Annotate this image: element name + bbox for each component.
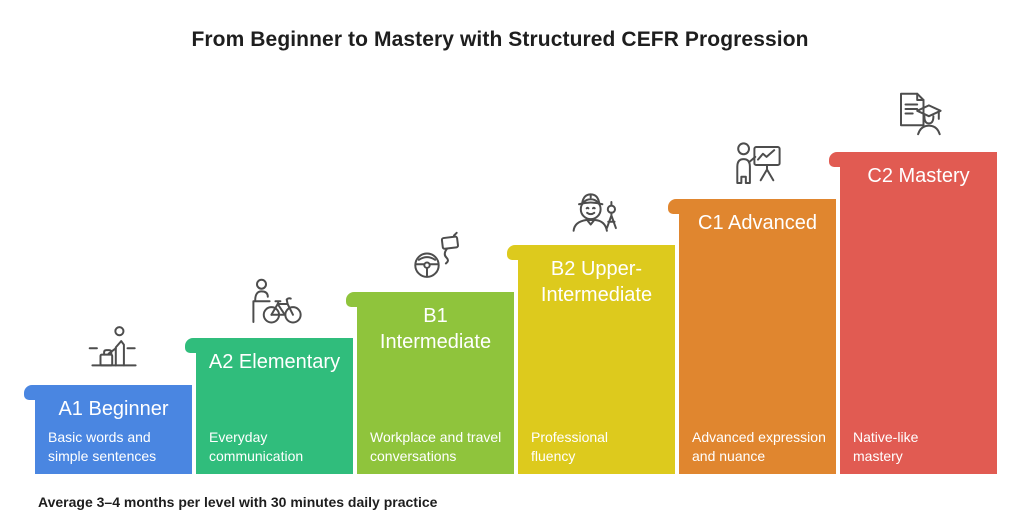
graduate-certificate-icon [840,91,997,145]
level-description-b1: Workplace and travel conversations [370,429,502,464]
step-b2: B2 Upper- Intermediate Professional flue… [507,245,675,474]
step-b1: B1 Intermediate Workplace and travel con… [346,292,514,474]
step-a2: A2 Elementary Everyday communication [185,338,353,474]
person-bicycle-icon-svg [251,278,302,324]
person-bicycle-icon [196,277,353,331]
level-description-a1: Basic words and simple sentences [48,429,157,464]
footnote: Average 3–4 months per level with 30 min… [38,494,438,510]
presenter-board-icon [679,138,836,192]
step-c1: C1 Advanced Advanced expression and nuan… [668,199,836,474]
level-description-a2: Everyday communication [209,429,304,464]
level-description-c1: Advanced expression and nuance [692,429,826,464]
level-label-a1: A1 Beginner [58,398,169,420]
engineer-surveyor-icon [518,184,675,238]
steering-wheel-mirror-icon-svg [413,231,459,278]
level-description-c2: Native-like mastery [853,429,919,464]
level-label-a2: A2 Elementary [208,351,341,373]
steering-wheel-mirror-icon [357,231,514,285]
level-label-b2: B2 Upper- Intermediate [540,258,653,306]
traveler-luggage-icon-svg [88,326,137,367]
level-label-b1: B1 Intermediate [379,305,492,353]
level-description-b2: Professional fluency [531,429,609,464]
engineer-surveyor-icon-svg [572,193,617,232]
presenter-board-icon-svg [735,142,781,184]
level-label-c1: C1 Advanced [698,212,817,234]
step-c2: C2 Mastery Native-like mastery [829,152,997,474]
step-a1: A1 Beginner Basic words and simple sente… [24,385,192,474]
traveler-luggage-icon [35,324,192,378]
page-title: From Beginner to Mastery with Structured… [191,28,809,51]
graduate-certificate-icon-svg [899,92,942,136]
level-label-c2: C2 Mastery [867,165,970,187]
